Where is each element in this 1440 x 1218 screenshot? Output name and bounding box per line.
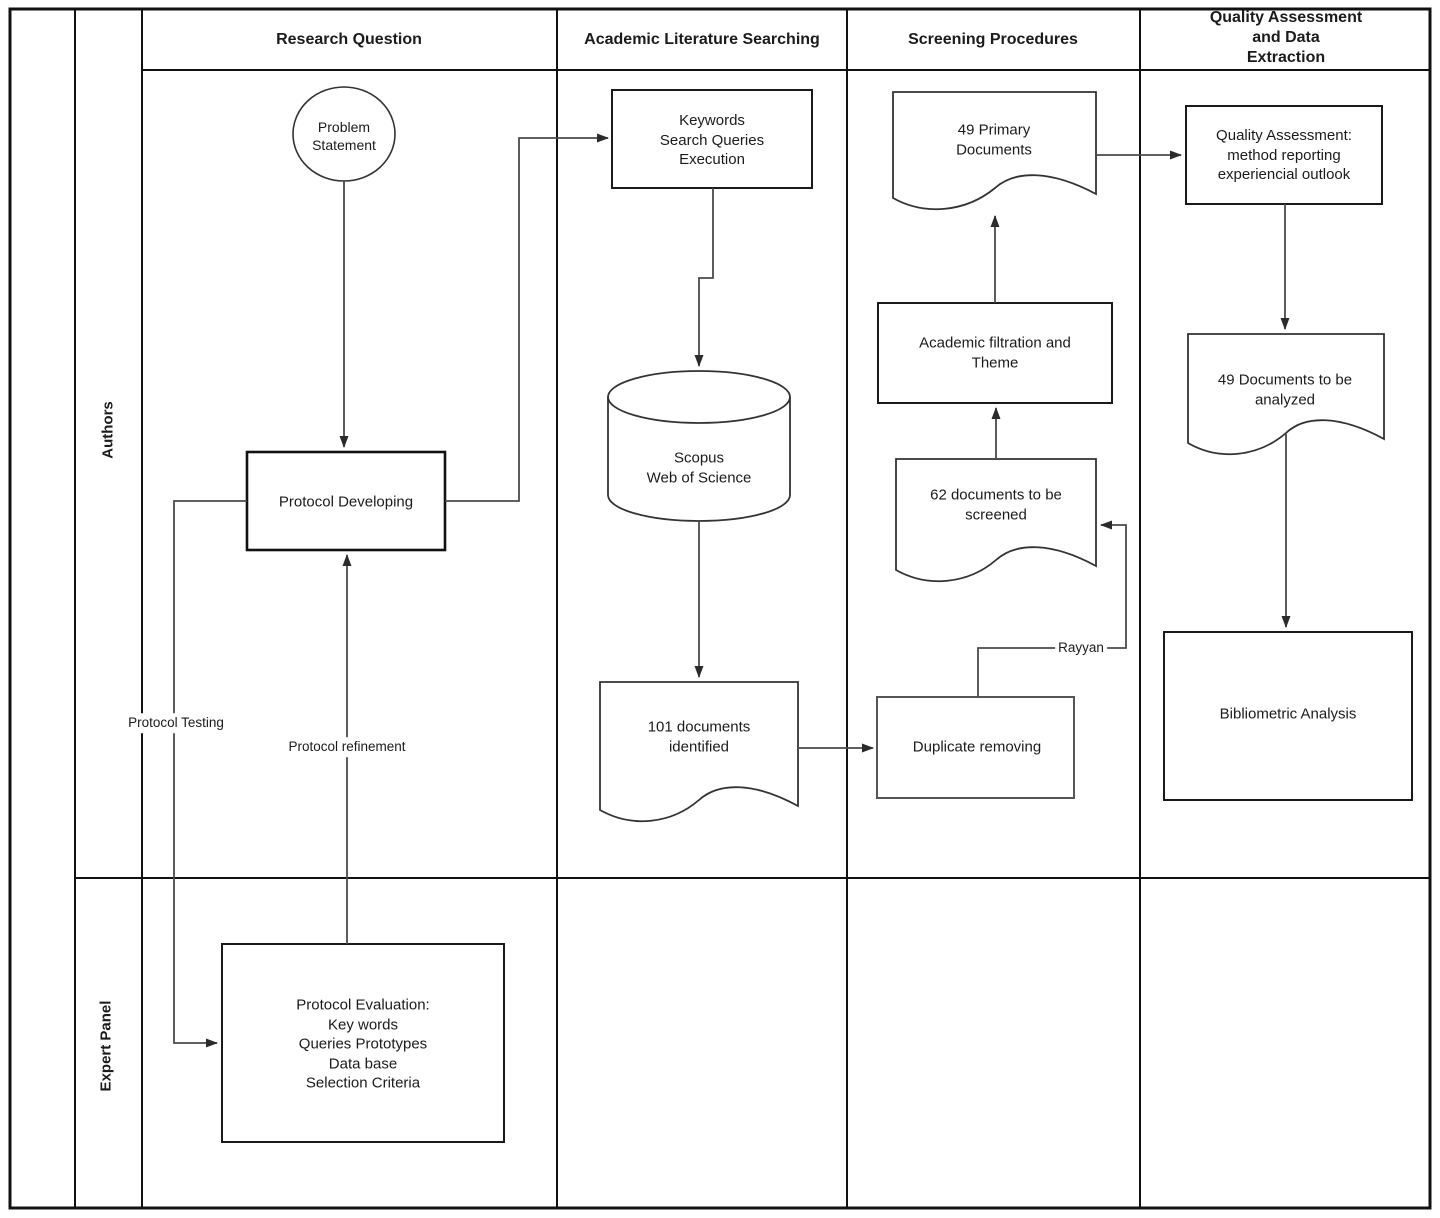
academic-filtration-box: [877, 302, 1113, 404]
lane-label-authors: Authors: [99, 401, 117, 459]
outer-border: [8, 7, 1432, 1210]
protocol-developing-box: [245, 450, 447, 552]
column-header-quality: Quality Assessment and Data Extraction: [1209, 9, 1363, 66]
protocol-developing-label: Protocol Developing: [278, 493, 414, 511]
primary-documents-doc: [892, 91, 1097, 210]
protocol-evaluation-label: Protocol Evaluation: Key words Queries P…: [296, 996, 430, 1092]
documents-to-screen-label: 62 documents to be screened: [930, 486, 1062, 524]
edge-label-rayyan: Rayyan: [1055, 638, 1107, 658]
keywords-box: [611, 89, 813, 189]
databases-label: Scopus Web of Science: [646, 449, 752, 487]
bibliometric-analysis-box: [1163, 631, 1413, 801]
arrow-developing-to-keywords: [445, 133, 609, 502]
arrow-duplicate-to-screened: [977, 520, 1127, 697]
column-header-screening: Screening Procedures: [908, 31, 1078, 48]
documents-to-analyze-doc: [1187, 333, 1385, 455]
primary-documents-label: 49 Primary Documents: [956, 121, 1032, 159]
edge-label-protocol-refinement: Protocol refinement: [285, 737, 409, 757]
keywords-label: Keywords Search Queries Execution: [659, 111, 765, 168]
documents-to-screen-doc: [895, 458, 1097, 582]
arrow-developing-to-evaluation: [173, 500, 247, 1048]
quality-assessment-box: [1185, 105, 1383, 205]
edge-label-protocol-testing: Protocol Testing: [125, 713, 227, 733]
academic-filtration-label: Academic filtration and Theme: [919, 334, 1071, 372]
duplicate-removing-label: Duplicate removing: [912, 738, 1042, 756]
bibliometric-analysis-label: Bibliometric Analysis: [1219, 705, 1357, 723]
protocol-evaluation-box: [221, 943, 505, 1143]
lane-label-expert-panel: Expert Panel: [97, 1000, 115, 1092]
quality-assessment-label: Quality Assessment: method reporting exp…: [1216, 126, 1352, 183]
documents-identified-label: 101 documents identified: [647, 718, 751, 756]
column-header-research-question: Research Question: [276, 31, 422, 48]
documents-identified-doc: [599, 681, 799, 822]
problem-statement-label: Problem Statement: [312, 118, 376, 153]
duplicate-removing-box: [876, 696, 1075, 799]
documents-to-analyze-label: 49 Documents to be analyzed: [1217, 371, 1353, 409]
databases-cylinder-top: [607, 370, 791, 424]
arrow-keywords-to-databases: [694, 188, 714, 367]
column-header-literature-searching: Academic Literature Searching: [584, 31, 820, 48]
